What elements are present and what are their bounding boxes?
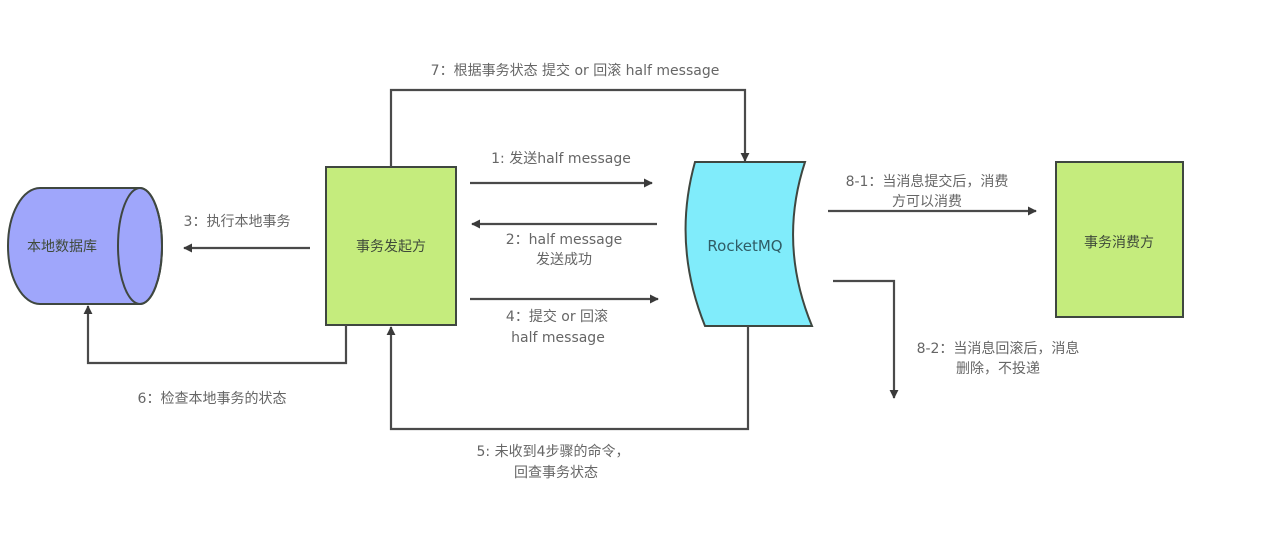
edge-5-arrow [386,326,750,431]
initiator-box [325,166,457,326]
edge-1-send-half-message: 1: 发送half message [470,151,653,188]
edge-7-label: 7：根据事务状态 提交 or 回滚 half message [431,62,720,79]
edge-6-label: 6：检查本地事务的状态 [138,391,287,407]
edge-6-check-local-state: 6：检查本地事务的状态 [83,305,348,407]
edge-5-label-line2: 回查事务状态 [514,465,598,481]
edge-8-2-discard: 8-2：当消息回滚后，消息 删除，不投递 [833,279,1080,399]
node-database[interactable]: 本地数据库 [7,187,163,305]
edge-2-send-success: 2：half message 发送成功 [471,219,657,268]
edge-7-arrow [389,88,750,167]
edge-8-2-label-line2: 删除，不投递 [956,361,1040,377]
database-label: 本地数据库 [27,239,97,255]
edge-5-label-line1: 5: 未收到4步骤的命令， [477,443,630,460]
consumer-label: 事务消费方 [1084,235,1154,251]
node-consumer[interactable]: 事务消费方 [1055,161,1184,318]
edge-3-execute-local-transaction: 3：执行本地事务 [183,214,310,253]
edge-5-check-back: 5: 未收到4步骤的命令， 回查事务状态 [386,326,750,481]
consumer-box [1055,161,1184,318]
broker-label: RocketMQ [707,237,782,255]
edge-4-label-line2: half message [511,330,605,346]
database-cylinder-cap [117,187,163,305]
edge-6-arrow [83,305,348,365]
edge-2-label-line2: 发送成功 [536,252,592,268]
edge-8-2-label-line1: 8-2：当消息回滚后，消息 [917,340,1080,357]
broker-queue-shape [684,161,814,327]
node-initiator[interactable]: 事务发起方 [325,166,457,326]
edge-8-2-arrow [833,279,899,399]
edge-8-1-label-line2: 方可以消费 [892,194,962,210]
node-broker[interactable]: RocketMQ [684,161,814,327]
initiator-label: 事务发起方 [356,239,426,255]
edge-4-label-line1: 4：提交 or 回滚 [506,308,608,325]
edge-8-1-deliver: 8-1：当消息提交后，消费 方可以消费 [828,173,1037,216]
edge-3-label: 3：执行本地事务 [184,214,291,230]
edge-2-label-line1: 2：half message [506,232,623,248]
edge-8-1-label-line1: 8-1：当消息提交后，消费 [846,173,1009,190]
edge-7-commit-by-state: 7：根据事务状态 提交 or 回滚 half message [389,62,750,167]
edge-4-commit-or-rollback: 4：提交 or 回滚 half message [470,294,659,346]
edge-1-label: 1: 发送half message [491,151,631,167]
